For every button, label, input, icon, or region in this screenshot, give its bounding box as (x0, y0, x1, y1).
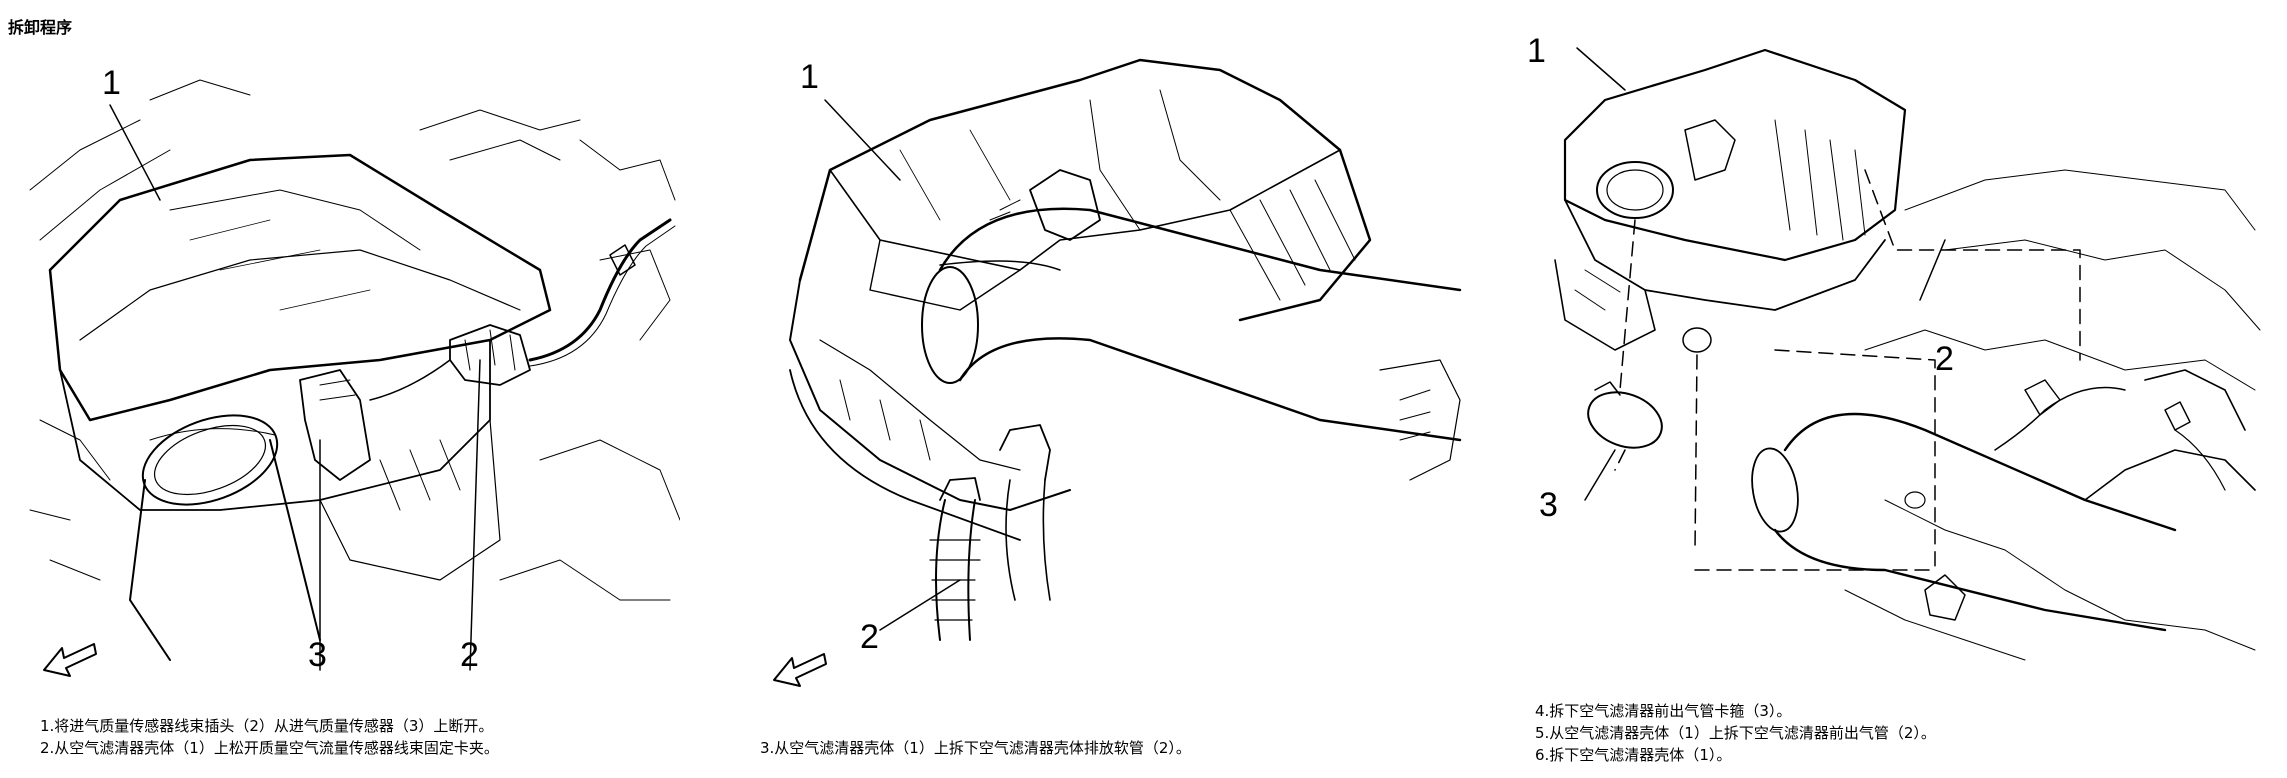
illustration-panel-1: 1 3 2 (20, 40, 680, 690)
callout-2: 2 (460, 636, 479, 674)
step-list-1: 1.将进气质量传感器线束插头（2）从进气质量传感器（3）上断开。 2.从空气滤清… (40, 715, 499, 759)
callout-2: 2 (860, 618, 879, 656)
step-4: 4.拆下空气滤清器前出气管卡箍（3）。 (1535, 702, 1792, 720)
air-cleaner-drain-hose-illustration (789, 58, 1462, 641)
step-3: 3.从空气滤清器壳体（1）上拆下空气滤清器壳体排放软管（2）。 (760, 739, 1191, 757)
callout-1: 1 (1527, 32, 1546, 70)
callout-1: 1 (800, 58, 819, 96)
callout-2: 2 (1935, 340, 1954, 378)
step-6: 6.拆下空气滤清器壳体（1）。 (1535, 746, 1732, 764)
air-cleaner-connector-illustration (29, 79, 680, 671)
callout-3: 3 (1539, 486, 1558, 524)
page-title: 拆卸程序 (8, 18, 73, 37)
front-direction-arrow-icon (43, 643, 97, 677)
illustration-panel-3: 1 2 3 (1525, 30, 2265, 690)
callout-1: 1 (102, 64, 121, 102)
air-cleaner-outlet-duct-illustration (1554, 47, 2261, 661)
step-list-2: 3.从空气滤清器壳体（1）上拆下空气滤清器壳体排放软管（2）。 (760, 737, 1191, 759)
callout-3: 3 (308, 636, 327, 674)
illustration-panel-2: 1 2 (760, 40, 1480, 690)
step-1: 1.将进气质量传感器线束插头（2）从进气质量传感器（3）上断开。 (40, 717, 494, 735)
step-2: 2.从空气滤清器壳体（1）上松开质量空气流量传感器线束固定卡夹。 (40, 739, 499, 757)
front-direction-arrow-icon (773, 653, 827, 687)
step-list-3: 4.拆下空气滤清器前出气管卡箍（3）。 5.从空气滤清器壳体（1）上拆下空气滤清… (1535, 700, 1936, 766)
step-5: 5.从空气滤清器壳体（1）上拆下空气滤清器前出气管（2）。 (1535, 724, 1936, 742)
